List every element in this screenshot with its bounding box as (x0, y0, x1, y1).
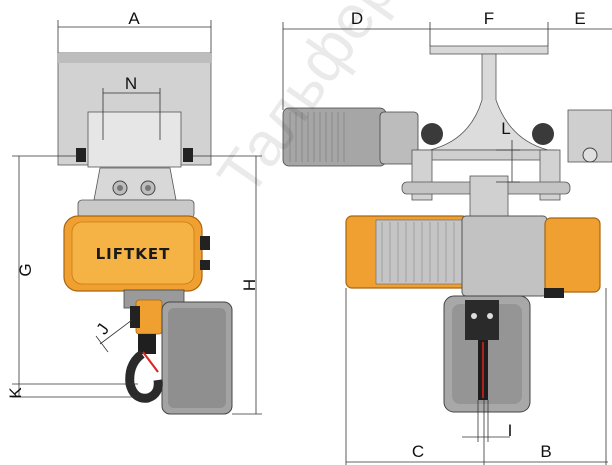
svg-text:K: K (6, 387, 25, 399)
hook-front (125, 350, 163, 403)
svg-text:F: F (484, 9, 494, 28)
front-view: LIFTKET (57, 52, 233, 415)
svg-text:J: J (93, 320, 113, 338)
suspension-block (93, 167, 177, 201)
svg-text:B: B (540, 442, 551, 461)
svg-text:L: L (501, 119, 510, 138)
i-beam-web (429, 99, 549, 151)
gearbox-side (461, 215, 548, 297)
svg-text:C: C (412, 442, 424, 461)
side-dimensions: D F E L C B I (282, 9, 612, 465)
side-view (282, 45, 612, 413)
svg-text:D: D (351, 9, 363, 28)
brand-label: LIFTKET (96, 245, 171, 263)
i-beam-top (429, 45, 549, 55)
svg-text:A: A (128, 9, 140, 28)
svg-text:N: N (125, 74, 137, 93)
svg-text:G: G (16, 263, 35, 276)
svg-text:E: E (574, 9, 585, 28)
svg-text:I: I (508, 421, 513, 440)
end-cover-side (544, 217, 601, 293)
svg-text:H: H (240, 279, 259, 291)
trolley-plate (87, 111, 182, 168)
